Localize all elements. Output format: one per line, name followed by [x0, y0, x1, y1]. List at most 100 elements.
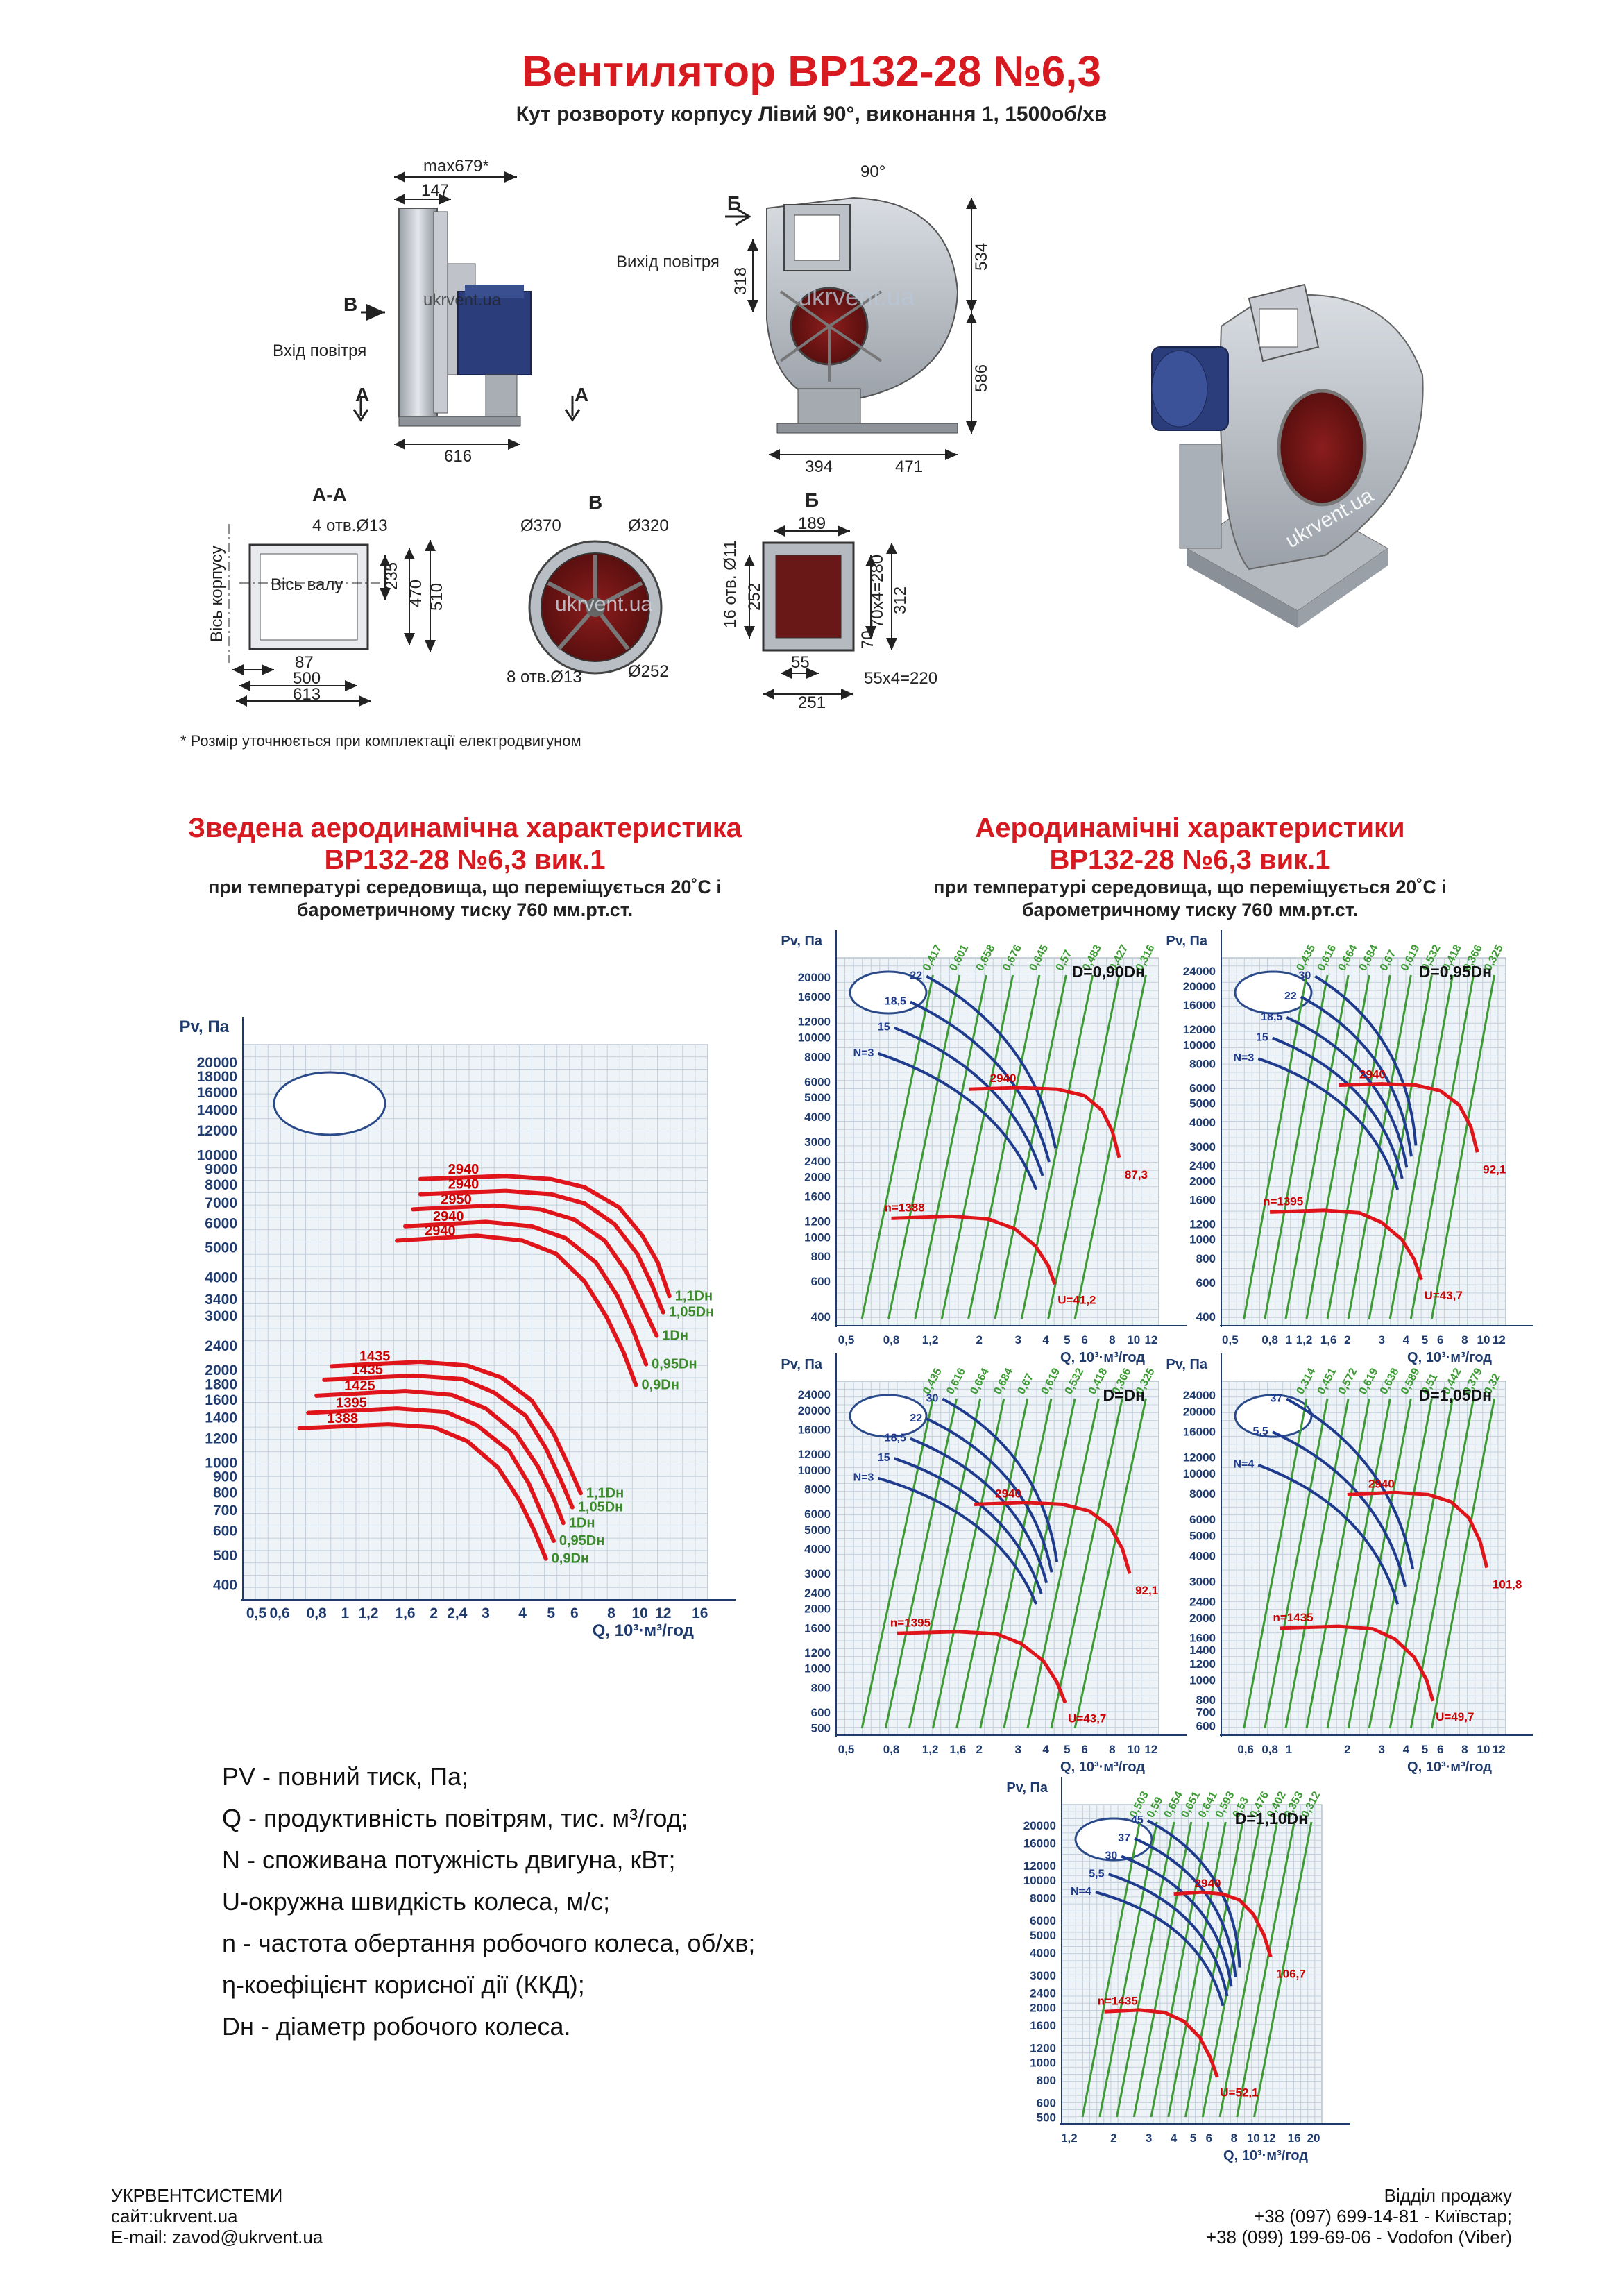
y-tick-label: 2400: [804, 1587, 831, 1600]
rpm-high-label: 2940: [1368, 1477, 1395, 1490]
legend-u-text: -окружна швидкість колеса, м/с;: [240, 1887, 611, 1916]
x-tick-label: 6: [1437, 1743, 1443, 1756]
x-tick-label: 8: [1109, 1333, 1115, 1347]
y-tick-label: 3000: [1189, 1576, 1216, 1589]
x-tick-label: 1,2: [1061, 2132, 1078, 2145]
efficiency-line: [1132, 1821, 1193, 2118]
footer-phone-1[interactable]: +38 (097) 699-14-81 - Київстар;: [1253, 2206, 1512, 2227]
x-tick-label: 5: [1422, 1333, 1428, 1347]
legend-n: N - споживана потужність двигуна, кВт;: [222, 1839, 755, 1881]
y-tick-label: 2400: [804, 1155, 831, 1168]
y-tick-label: 16000: [1183, 1425, 1216, 1438]
power-label: 22: [910, 1412, 922, 1424]
efficiency-line: [1368, 1398, 1433, 1729]
curve-1435: [322, 1373, 575, 1510]
y-tick-label: 6000: [804, 1075, 831, 1088]
rpm-label: 1395: [336, 1396, 367, 1411]
y-tick-label: 2400: [1189, 1595, 1216, 1608]
y-tick-label: 10000: [798, 1031, 831, 1045]
rpm-label: 1435: [352, 1362, 382, 1378]
y-tick-label: 8000: [1030, 1891, 1056, 1905]
rpm-low-label: n=1395: [890, 1616, 931, 1629]
y-tick-label: 6000: [1189, 1513, 1216, 1526]
u-low-label: U=43,7: [1068, 1712, 1106, 1725]
efficiency-line: [887, 974, 961, 1319]
efficiency-line: [1236, 1821, 1295, 2118]
x-tick-label: 10: [1477, 1333, 1490, 1347]
rpm-high-label: 2940: [995, 1487, 1021, 1501]
x-tick-label: 10: [1127, 1743, 1140, 1756]
pressure-curve-high: [1173, 1890, 1273, 1958]
summary-title-2: ВР132-28 №6,3 вик.1: [324, 845, 606, 875]
x-tick-label: 2: [1344, 1743, 1350, 1756]
x-tick-label: 0,8: [1261, 1743, 1278, 1756]
dim-55x4: 55x4=220: [864, 669, 937, 688]
efficiency-line: [1388, 1398, 1454, 1729]
x-tick-label: 10: [1477, 1743, 1490, 1756]
y-tick-label: 20000: [798, 1404, 831, 1417]
y-tick-label: 3400: [205, 1292, 237, 1308]
efficiency-line: [1047, 974, 1121, 1319]
dim-d320: Ø320: [628, 516, 669, 535]
chart-title: D=Dн: [1103, 1386, 1145, 1404]
y-tick-label: 500: [811, 1722, 831, 1735]
company-logo: [1074, 1817, 1153, 1862]
x-tick-label: 1,2: [922, 1743, 939, 1756]
efficiency-line: [1184, 1821, 1244, 2118]
y-tick-label: 1000: [804, 1231, 831, 1244]
y-tick-label: 5000: [1189, 1530, 1216, 1543]
footer-phone-2[interactable]: +38 (099) 199-69-06 - Vodofon (Viber): [1205, 2227, 1512, 2247]
front-watermark: ukrvent.ua: [423, 291, 502, 310]
y-tick-label: 9000: [205, 1162, 237, 1178]
pressure-curve-low: [891, 1214, 1057, 1285]
y-tick-label: 1000: [1030, 2056, 1056, 2069]
power-curve: [942, 1397, 1059, 1562]
footer-email-link[interactable]: E-mail: zavod@ukrvent.ua: [111, 2227, 323, 2247]
symbols-legend: PV - повний тиск, Па; Q - продуктивність…: [222, 1756, 755, 2048]
legend-u: U-окружна швидкість колеса, м/с;: [222, 1881, 755, 1923]
x-tick-label: 6: [1437, 1333, 1443, 1347]
footer-left: УКРВЕНТСИСТЕМИ сайт:ukrvent.ua E-mail: z…: [111, 2185, 323, 2247]
x-tick-label: 3: [1379, 1743, 1385, 1756]
x-tick-label: 1,6: [395, 1605, 415, 1621]
efficiency-line: [1167, 1821, 1227, 2118]
legend-eta-key: η: [222, 1970, 237, 1999]
y-tick-label: 1600: [804, 1621, 831, 1635]
efficiency-line: [1264, 1398, 1329, 1729]
curve-2940: [403, 1219, 649, 1367]
efficiency-line: [1305, 974, 1370, 1319]
legend-pv-key: PV: [222, 1762, 256, 1791]
company-logo: [273, 1071, 386, 1136]
efficiency-line: [908, 1398, 982, 1729]
u-high-label: 92,1: [1135, 1584, 1158, 1597]
x-tick-label: 0,5: [838, 1333, 855, 1347]
y-tick-label: 6000: [1030, 1914, 1056, 1927]
legend-dn-text: - діаметр робочого колеса.: [253, 2012, 571, 2041]
y-tick-label: 24000: [798, 1388, 831, 1401]
power-curves: [877, 1397, 1059, 1605]
y-tick-label: 20000: [1183, 980, 1216, 993]
efficiency-line: [1050, 1398, 1123, 1729]
company-logo: [849, 1394, 928, 1438]
y-tick-label: 6000: [1189, 1082, 1216, 1095]
x-tick-label: 5: [1064, 1333, 1070, 1347]
y-tick-label: 400: [213, 1578, 237, 1594]
x-tick-label: 1,6: [950, 1743, 967, 1756]
y-tick-label: 2000: [804, 1603, 831, 1616]
footer-site-link[interactable]: сайт:ukrvent.ua: [111, 2206, 238, 2227]
diameter-label: 0,9Dн: [641, 1377, 679, 1392]
y-tick-label: 1000: [1189, 1673, 1216, 1687]
legend-u-key: U: [222, 1887, 240, 1916]
diameter-label: 1,1Dн: [675, 1288, 713, 1303]
efficiency-line: [1081, 1821, 1141, 2118]
x-tick-label: 6: [1206, 2132, 1212, 2145]
summary-sub-2: барометричному тиску 760 мм.рт.ст.: [296, 900, 634, 920]
power-curve: [1146, 1819, 1241, 1968]
y-tick-label: 2400: [1030, 1987, 1056, 2000]
x-tick-label: 4: [1403, 1333, 1410, 1347]
legend-nn-text: - частота обертання робочого колеса, об/…: [236, 1929, 756, 1957]
y-tick-label: 600: [213, 1523, 237, 1539]
